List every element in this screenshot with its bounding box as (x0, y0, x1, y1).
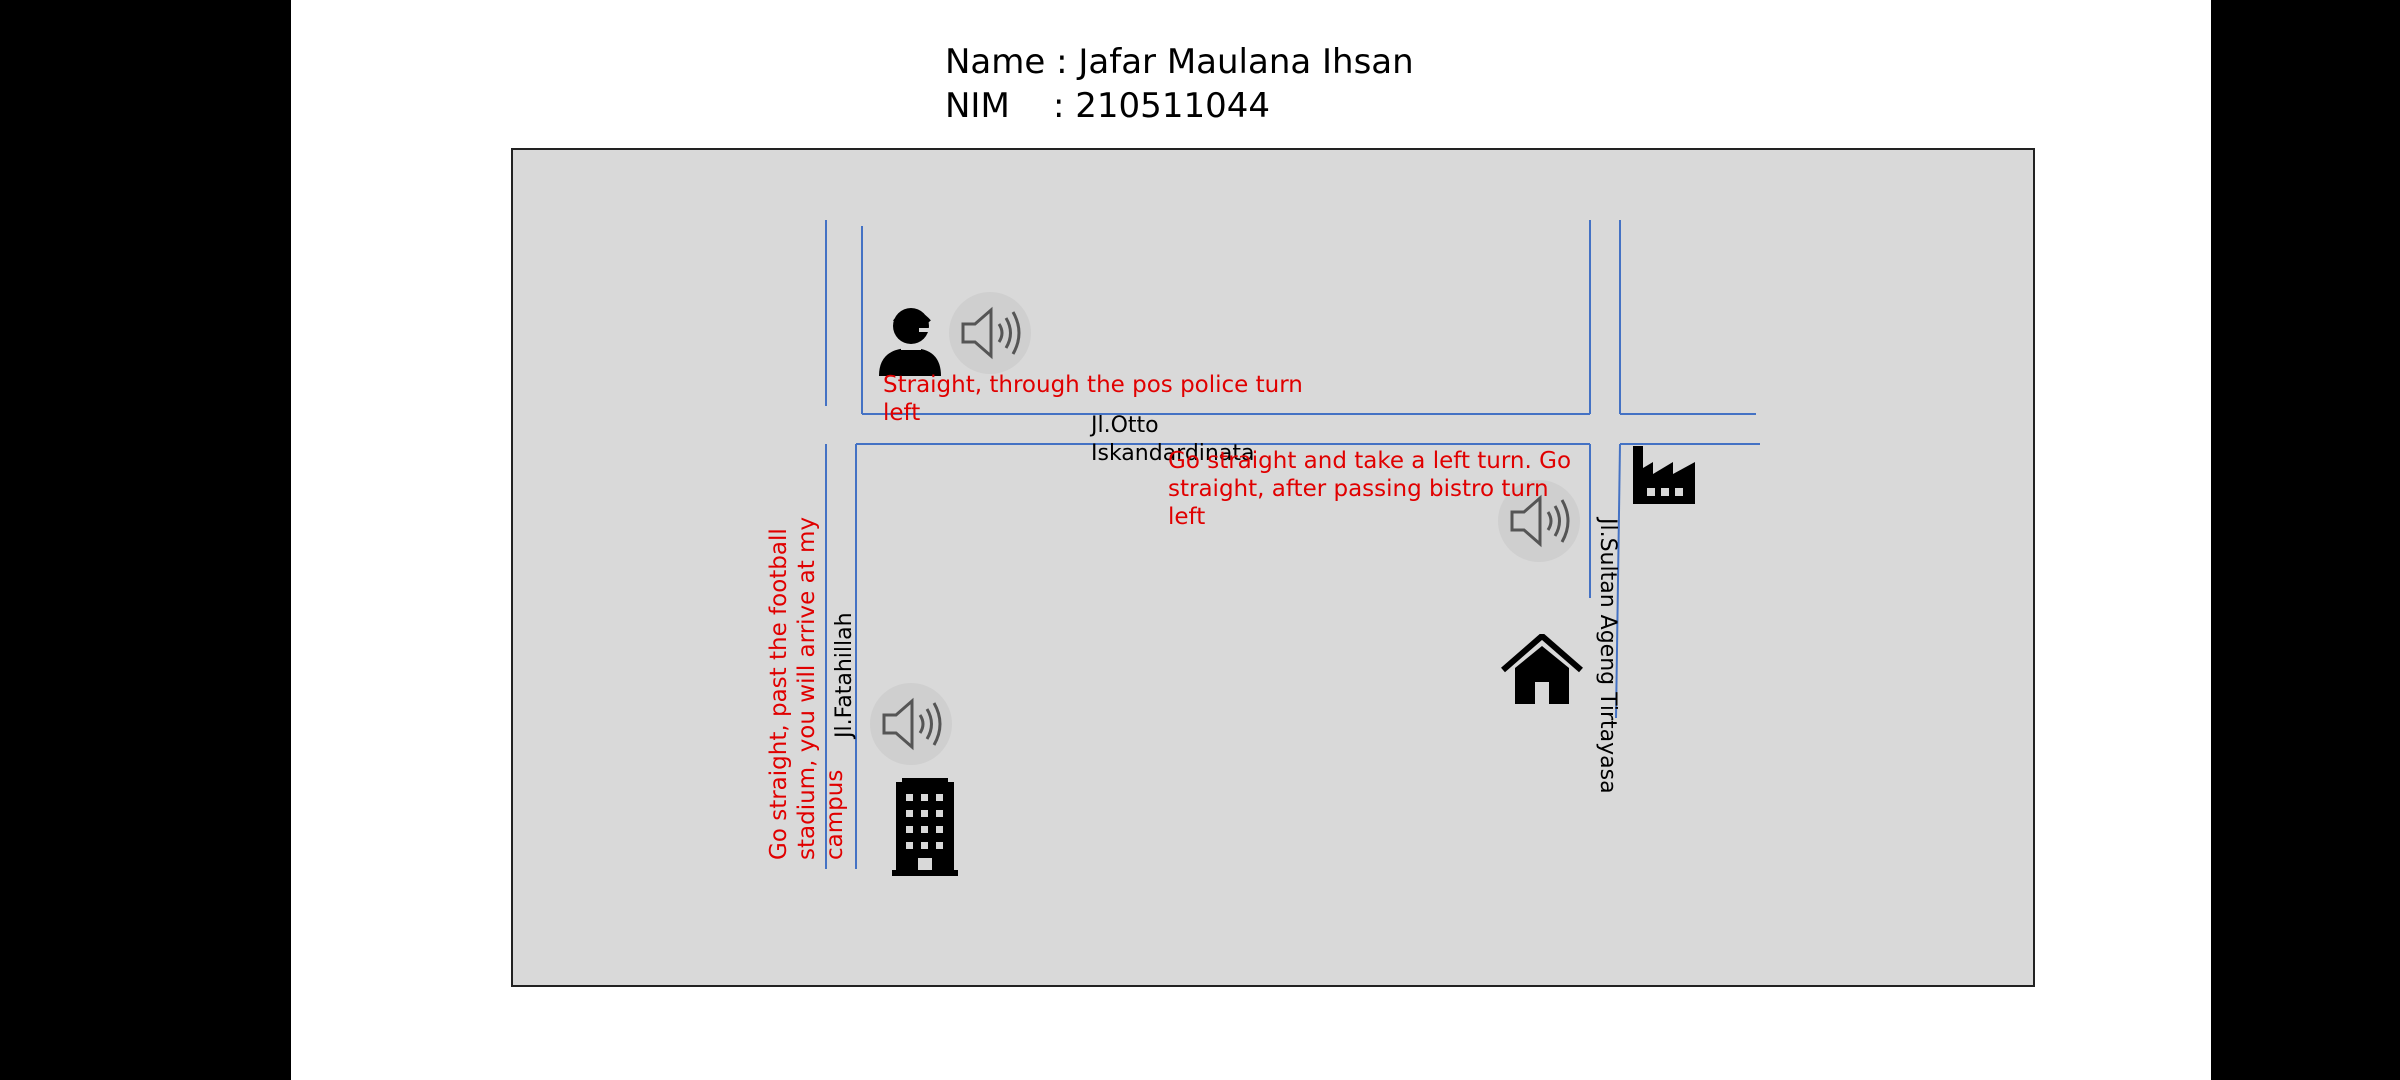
road-line (1615, 443, 1621, 719)
speaker-icon[interactable] (949, 292, 1031, 374)
speaker-icon[interactable] (870, 683, 952, 765)
instruction-police: Straight, through the pos police turn le… (883, 372, 1303, 426)
instruction-factory: Go straight and take a left turn. Go str… (1168, 448, 1572, 530)
instruction-campus: Go straight, past the football stadium, … (766, 516, 848, 860)
student-nim: NIM : 210511044 (945, 86, 1270, 126)
slide: Name : Jafar Maulana Ihsan NIM : 2105110… (291, 0, 2211, 1080)
house-icon (1501, 634, 1583, 704)
police-officer-icon (879, 308, 941, 376)
route-map: Jl.Otto Iskandardinata Jl.Fatahillah Jl.… (511, 148, 2035, 987)
street-label-sultan: Jl.Sultan Ageng Tirtayasa (1595, 518, 1620, 794)
factory-icon (1633, 446, 1695, 504)
student-name: Name : Jafar Maulana Ihsan (945, 42, 1414, 82)
street-label-otto: Jl.Otto Iskandardinata (1091, 413, 1255, 466)
speaker-icon[interactable] (1498, 480, 1580, 562)
road-lines (825, 220, 1760, 869)
office-building-icon (892, 778, 958, 876)
